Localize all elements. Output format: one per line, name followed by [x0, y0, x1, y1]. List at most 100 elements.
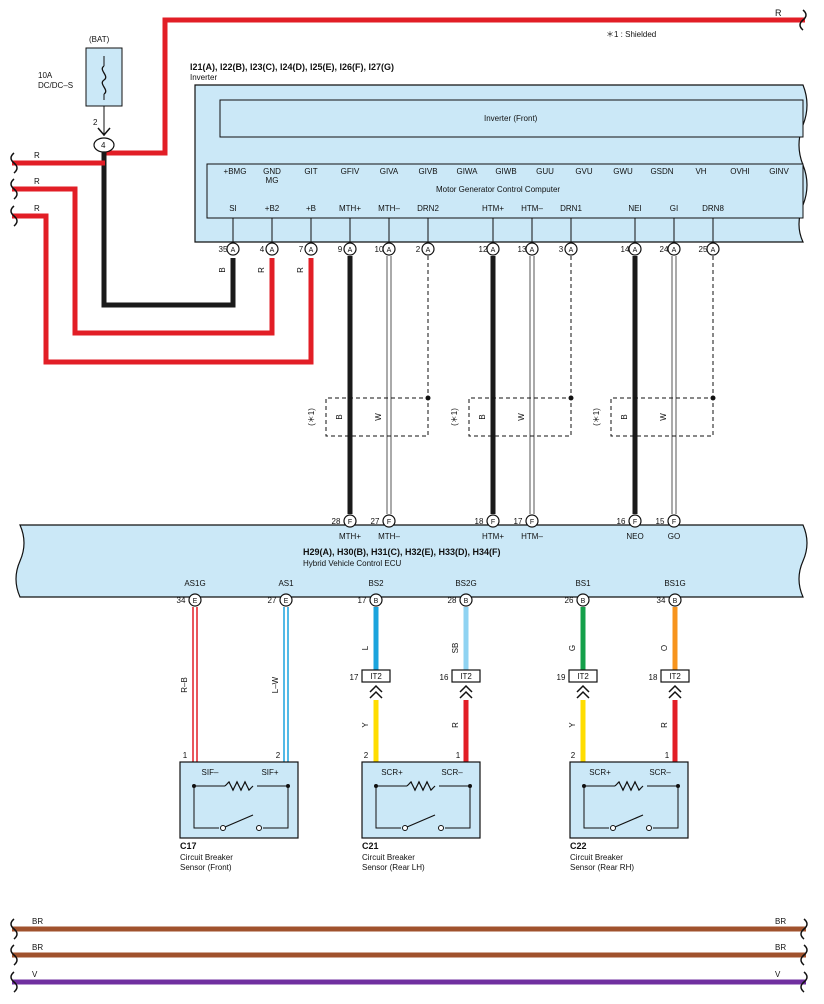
wire-code-rb: R–B [180, 677, 189, 693]
junction-wire-code: R [660, 722, 669, 728]
ecu-sensor-wire-code: O [660, 645, 669, 651]
top-red-wire [105, 17, 805, 156]
fuse-rating: 10A [38, 71, 53, 80]
bottom-wire-code-left: BR [32, 943, 43, 952]
ecu-top-connector-letter: F [672, 519, 676, 526]
sensor-pin-left: 1 [183, 751, 188, 760]
ecu-top-pin: 27 [371, 517, 380, 526]
shield-note: (＊1) [450, 408, 459, 426]
shield-note: (＊1) [307, 408, 316, 426]
ecu-bottom-pin: 28 [448, 596, 457, 605]
left-wire-code-1: R [34, 151, 40, 160]
ecu-top-label: GO [668, 532, 680, 541]
inverter-terminal-connector-letter: A [569, 247, 574, 254]
junction-arrows [369, 684, 383, 699]
it2-connector-label: IT2 [460, 672, 472, 681]
inverter-signal-label: GIVA [380, 167, 399, 176]
inverter-terminal-connector-letter: A [711, 247, 716, 254]
ecu-top-pin: 16 [617, 517, 626, 526]
shield-drain-dashed [325, 256, 429, 437]
ecu-top-connector [343, 514, 357, 528]
ecu-top-connector-letter: F [530, 519, 534, 526]
ecu-top-label: MTH+ [339, 532, 361, 541]
shield-wire-code-b: B [478, 414, 487, 419]
ecu-top-connector-letter: F [348, 519, 352, 526]
ecu-sensor-wire-code: L [361, 645, 370, 650]
inverter-terminal-pin: 24 [660, 245, 669, 254]
inverter-signal-label: GFIV [341, 167, 360, 176]
ecu-bottom-connector [576, 593, 590, 607]
ecu-bottom-label: BS1 [575, 579, 591, 588]
ecu-bottom-connector [369, 593, 383, 607]
shield-wire-code-w: W [517, 413, 526, 421]
ecu-bottom-label: BS1G [664, 579, 685, 588]
sensor-id: C17 [180, 841, 197, 851]
ecu-top-connector-letter: F [491, 519, 495, 526]
inverter-terminal-pin: 35 [219, 245, 228, 254]
junction-wire-code: Y [568, 722, 577, 728]
it2-connector-label: IT2 [370, 672, 382, 681]
sensor-name: Circuit Breaker [362, 853, 415, 862]
ecu-connectors: H29(A), H30(B), H31(C), H32(E), H33(D), … [303, 547, 501, 557]
fuse-name: DC/DC–S [38, 81, 73, 90]
sensor-terminal-left: SIF– [202, 768, 219, 777]
ecu-top-pin: 18 [475, 517, 484, 526]
sensor-name: Circuit Breaker [570, 853, 623, 862]
inverter-terminal-label: GI [670, 204, 678, 213]
sensor-name: Circuit Breaker [180, 853, 233, 862]
inverter-terminal-connector [226, 242, 240, 256]
shield-drain-node [568, 395, 574, 401]
it2-connector-pin: 19 [557, 673, 566, 682]
inverter-terminal-label: HTM+ [482, 204, 504, 213]
red-wire-b [12, 213, 314, 365]
ecu-bottom-connector [668, 593, 682, 607]
inverter-terminal-connector-letter: A [530, 247, 535, 254]
ecu-top-connector-letter: F [633, 519, 637, 526]
it2-connector-pin: 17 [350, 673, 359, 682]
sensor-pin-right: 1 [456, 751, 461, 760]
shield-drain-dashed [610, 256, 714, 437]
fuse-location: (BAT) [89, 35, 110, 44]
inverter-terminal-connector [525, 242, 539, 256]
inverter-terminal-connector-letter: A [426, 247, 431, 254]
inverter-terminal-connector [421, 242, 435, 256]
inverter-terminal-label: +B2 [265, 204, 280, 213]
inverter-signal-label: OVHI [730, 167, 750, 176]
ecu-bottom-connector [459, 593, 473, 607]
sensor-terminal-left: SCR+ [589, 768, 611, 777]
inverter-signal-label: GUU [536, 167, 554, 176]
inverter-terminal-connector-letter: A [387, 247, 392, 254]
inverter-terminal-pin: 14 [621, 245, 630, 254]
inverter-front-label: Inverter (Front) [484, 114, 538, 123]
inverter-signal-label: GWU [613, 167, 633, 176]
ecu-bottom-connector-letter: B [581, 598, 586, 605]
ecu-bottom-label: BS2G [455, 579, 476, 588]
ecu-bottom-connector [279, 593, 293, 607]
ecu-name: Hybrid Vehicle Control ECU [303, 559, 401, 568]
inverter-terminal-connector [304, 242, 318, 256]
junction-wire-code: Y [361, 722, 370, 728]
inverter-terminal-pin: 4 [260, 245, 265, 254]
black-wire-si [101, 152, 236, 308]
ecu-bottom-pin: 34 [177, 596, 186, 605]
inverter-terminal-connector [343, 242, 357, 256]
ecu-bottom-connector-letter: E [284, 598, 289, 605]
ecu-top-pin: 17 [514, 517, 523, 526]
sensor-pin-right: 2 [276, 751, 281, 760]
inverter-terminal-label: DRN8 [702, 204, 724, 213]
left-wire-code-2: R [34, 177, 40, 186]
shield-wire-code-b: B [335, 414, 344, 419]
sensor-sub: Sensor (Rear RH) [570, 863, 634, 872]
inverter-signal-label: GSDN [650, 167, 673, 176]
bottom-wire-code-left: BR [32, 917, 43, 926]
sensor-pin-right: 1 [665, 751, 670, 760]
ecu-top-connector-letter: F [387, 519, 391, 526]
it2-connector-label: IT2 [669, 672, 681, 681]
shield-wire-code-w: W [659, 413, 668, 421]
inverter-terminal-label: DRN2 [417, 204, 439, 213]
